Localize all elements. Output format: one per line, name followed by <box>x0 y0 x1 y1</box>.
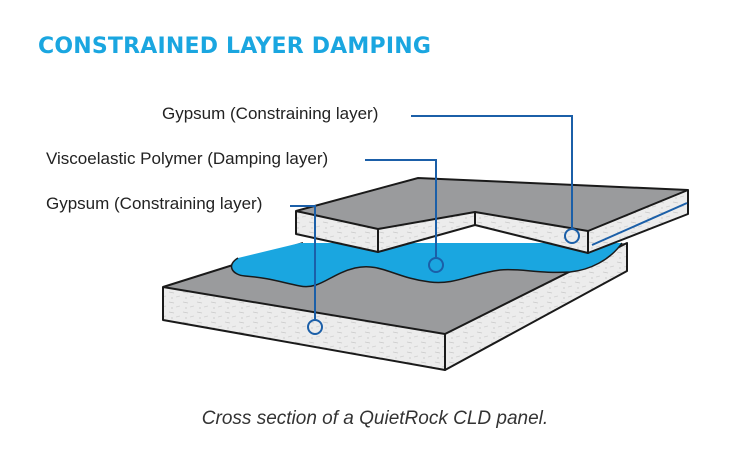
top-board-top-face <box>296 178 688 231</box>
diagram-caption: Cross section of a QuietRock CLD panel. <box>201 408 549 429</box>
leader-top-gypsum <box>411 115 580 244</box>
top-gypsum-layer <box>295 176 689 254</box>
marker-bottom-gypsum <box>307 319 323 335</box>
leader-bottom-gypsum <box>290 205 323 335</box>
label-bottom-gypsum: Gypsum (Constraining layer) <box>46 194 263 213</box>
polymer-surface <box>231 243 622 287</box>
label-polymer: Viscoelastic Polymer (Damping layer) <box>46 149 329 168</box>
bottom-board-side-face <box>444 242 628 371</box>
top-board-left-face <box>295 210 379 253</box>
diagram-title: CONSTRAINED LAYER DAMPING <box>38 34 432 59</box>
marker-top-gypsum <box>564 228 580 244</box>
leader-polymer <box>365 159 444 273</box>
top-board-side-face <box>587 189 689 254</box>
polymer-damping-layer <box>230 242 623 288</box>
marker-polymer <box>428 257 444 273</box>
label-top-gypsum: Gypsum (Constraining layer) <box>162 104 379 123</box>
